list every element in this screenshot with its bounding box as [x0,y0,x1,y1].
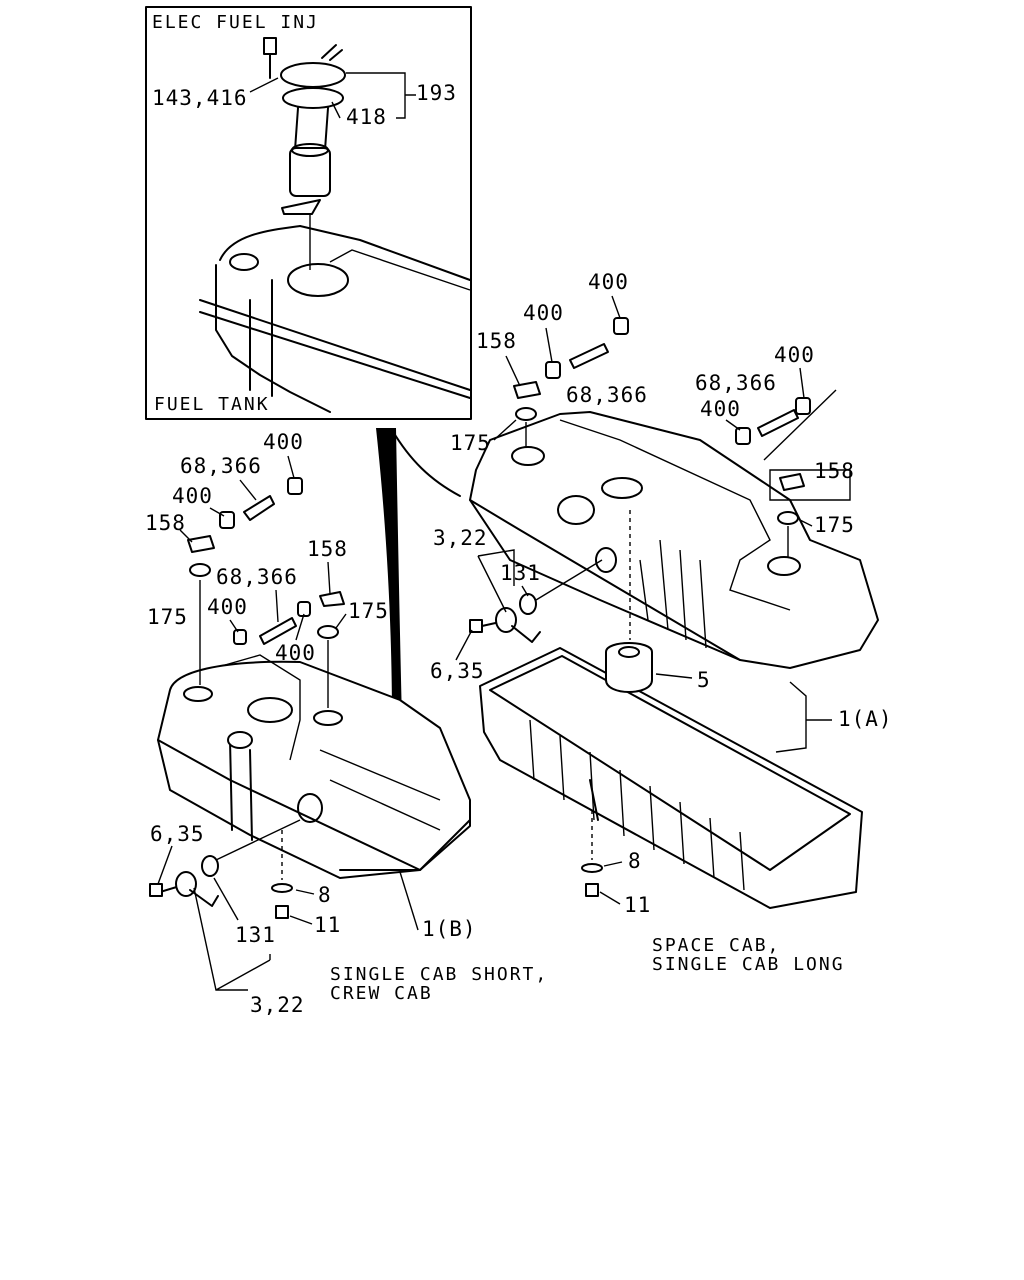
tank-1a-parts [469,317,851,897]
label-400: 400 [523,301,564,325]
label-68-366: 68,366 [695,371,777,395]
clamp-400-icon [735,427,751,445]
label-400: 400 [588,270,629,294]
caption-right-line1: SPACE CAB, [652,935,780,956]
label-175: 175 [147,605,188,629]
hose-68-366-icon [757,409,799,437]
clamp-400-icon [545,361,561,379]
tank-1a-lower-shell [479,647,863,909]
label-131: 131 [235,923,276,947]
clamp-400-icon [297,601,311,617]
fuel-pump-module [263,37,346,215]
label-68-366: 68,366 [216,565,298,589]
caption-right-line2: SINGLE CAB LONG [652,954,845,975]
valve-158-icon [779,473,805,491]
washer-8-icon [271,883,293,893]
nut-11-icon [275,905,289,919]
label-158: 158 [476,329,517,353]
label-11: 11 [314,913,341,937]
hose-68-366-icon [259,617,297,645]
label-400: 400 [774,343,815,367]
label-8: 8 [628,849,642,873]
label-11: 11 [624,893,651,917]
tank-1b-body [157,660,471,879]
tank-1a-port-right [767,556,801,576]
label-3-22: 3,22 [250,993,305,1017]
screw-icon [263,37,277,55]
tank-1a-upper-shell [469,411,879,669]
grommet-175-icon [189,563,211,577]
tank-1b-parts [149,477,345,919]
label-400: 400 [263,430,304,454]
clamp-400-icon [795,397,811,415]
tank-1a-port-left [511,446,545,466]
tank-1b-labels: 400 68,366 400 158 175 68,366 158 400 17… [145,430,477,1017]
gasket-131-icon [201,855,219,877]
inset-frame [145,6,472,420]
label-400: 400 [275,641,316,665]
gasket-131-icon [519,593,537,615]
tank-1b-port-right [313,710,343,726]
label-1a: 1(A) [838,707,893,731]
grommet-175-icon [317,625,339,639]
tank-1a [469,411,879,669]
label-193: 193 [416,81,457,105]
tank-1b-port-left [183,686,213,702]
callout-arrow-left [376,428,402,720]
caption-left-line2: CREW CAB [330,983,433,1004]
grommet-175-icon [515,407,537,421]
hose-68-366-icon [569,343,609,369]
label-175: 175 [348,599,389,623]
label-3-22: 3,22 [433,526,488,550]
tank-1a-labels: 400 400 158 68,366 175 400 68,366 400 15… [430,270,893,917]
inset-tank [199,225,471,413]
filter-5-icon [605,642,653,693]
valve-158-icon [513,381,541,399]
label-68-366: 68,366 [566,383,648,407]
label-6-35: 6,35 [430,659,485,683]
label-400: 400 [207,595,248,619]
label-68-366: 68,366 [180,454,262,478]
label-175: 175 [814,513,855,537]
label-5: 5 [697,668,711,692]
inset-fuel-tank-label: FUEL TANK [154,394,270,415]
captions: SINGLE CAB SHORT, CREW CAB SPACE CAB, SI… [330,935,845,1004]
inset-elec-fuel-inj: ELEC FUEL INJ FUEL TANK 143,416 193 418 [145,6,472,420]
inset-title: ELEC FUEL INJ [152,12,319,33]
label-6-35: 6,35 [150,822,205,846]
label-400: 400 [172,484,213,508]
clamp-400-icon [287,477,303,495]
label-131: 131 [500,561,541,585]
label-158: 158 [145,511,186,535]
clamp-400-icon [233,629,247,645]
label-143-416: 143,416 [152,86,248,110]
washer-8-icon [581,863,603,873]
label-158: 158 [307,537,348,561]
hose-68-366-icon [243,495,275,521]
valve-158-icon [319,591,345,607]
label-175: 175 [450,431,491,455]
caption-left-line1: SINGLE CAB SHORT, [330,964,548,985]
nut-11-icon [585,883,599,897]
tank-1a-tray [479,647,863,909]
label-400: 400 [700,397,741,421]
callout-arrow-right [391,429,461,497]
grommet-175-icon [777,511,799,525]
label-158: 158 [814,459,855,483]
label-8: 8 [318,883,332,907]
tank-1b [157,654,471,879]
label-1b: 1(B) [422,917,477,941]
screw-6-35-icon [149,883,163,897]
valve-158-icon [187,535,215,553]
clamp-400-icon [613,317,629,335]
label-418: 418 [346,105,387,129]
